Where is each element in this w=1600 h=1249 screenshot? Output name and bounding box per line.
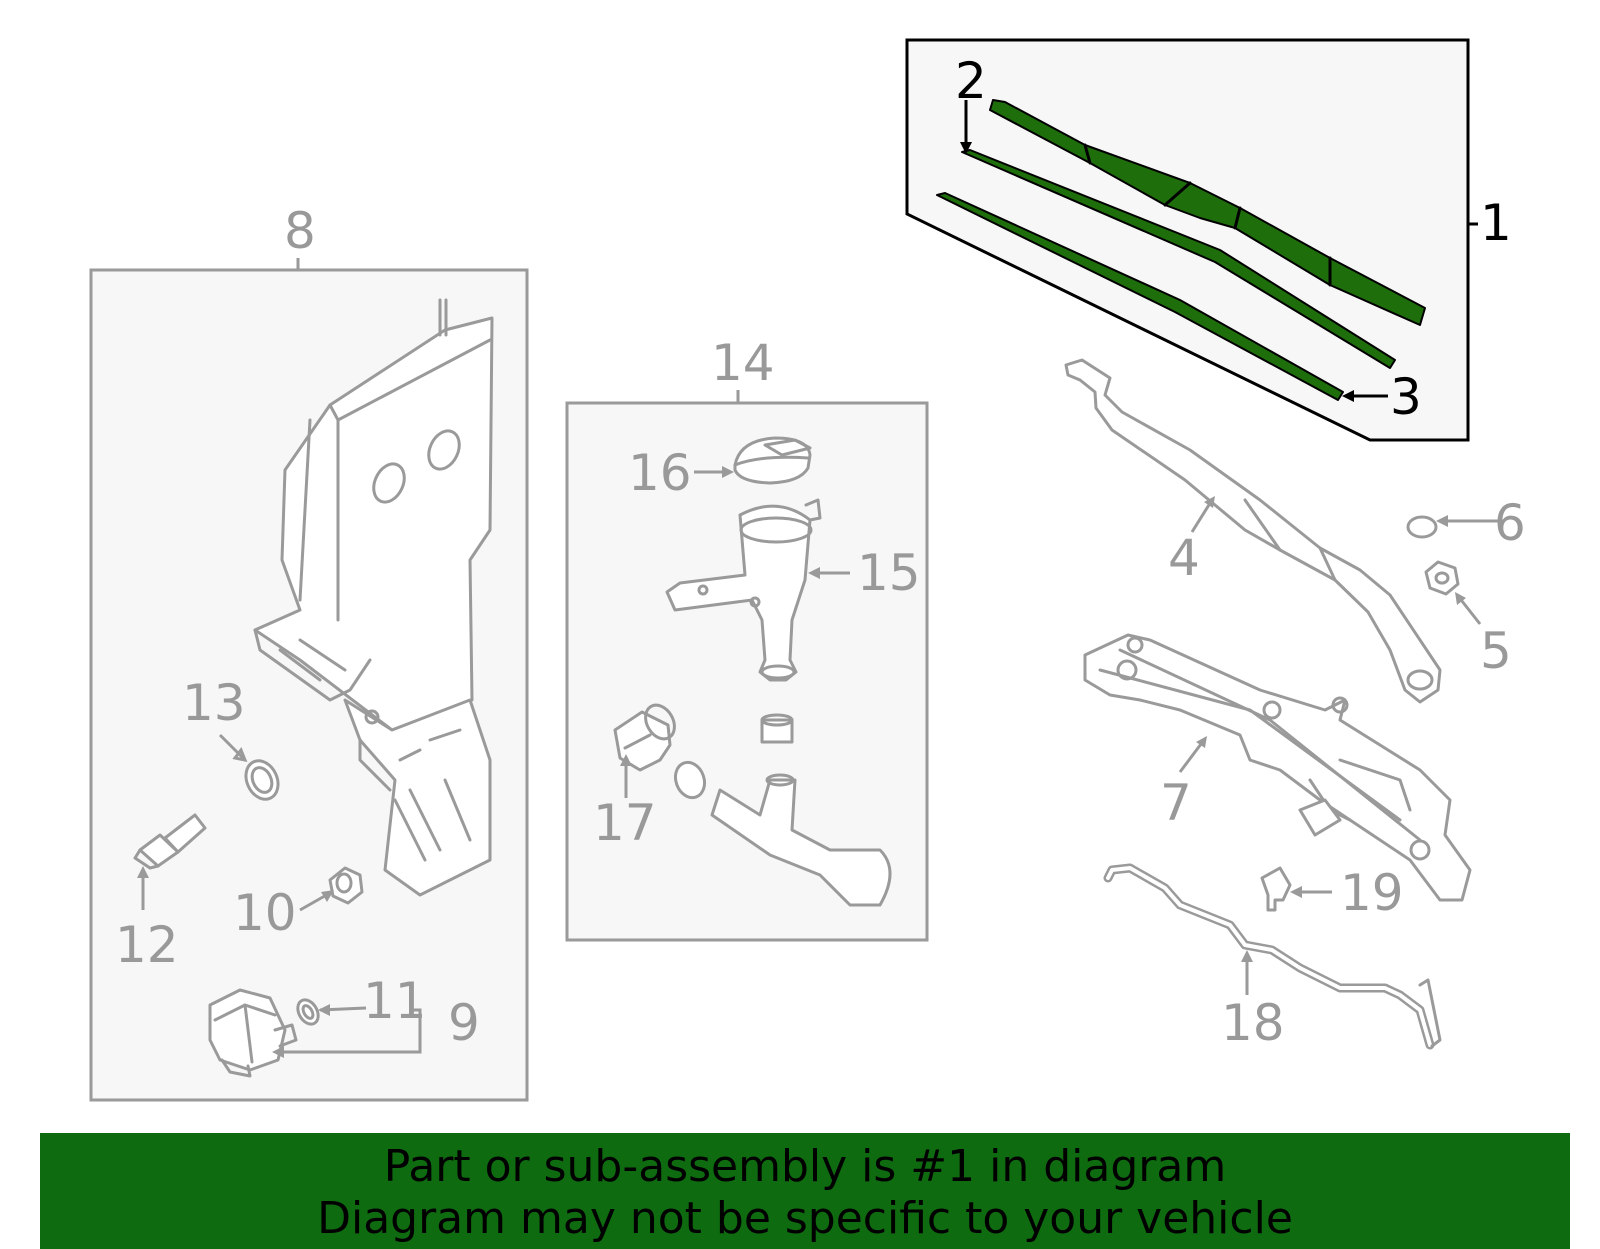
wiper-blade-1-part — [989, 99, 1426, 326]
banner-line-2: Diagram may not be specific to your vehi… — [317, 1193, 1293, 1244]
grommet-13-part — [244, 759, 280, 801]
callout-2: 2 — [955, 52, 987, 110]
nut-5-part — [1424, 560, 1460, 596]
nut-10-part — [328, 866, 364, 905]
callout-17: 17 — [593, 794, 657, 852]
callout-6: 6 — [1494, 494, 1526, 552]
callout-10: 10 — [233, 884, 297, 942]
callout-15: 15 — [857, 544, 921, 602]
callout-12: 12 — [115, 916, 179, 974]
blade-insert-2-part — [961, 149, 1396, 369]
callout-16: 16 — [628, 444, 692, 502]
hose-part — [673, 760, 892, 907]
callout-13: 13 — [182, 674, 246, 732]
callout-7: 7 — [1160, 774, 1192, 832]
washer-hose-18-part — [1103, 863, 1442, 1050]
callout-5: 5 — [1480, 622, 1512, 680]
connector-part — [760, 713, 794, 744]
callout-3: 3 — [1390, 368, 1422, 426]
callout-11: 11 — [363, 972, 427, 1030]
cap-16-part — [733, 436, 812, 485]
washer-reservoir-part — [253, 298, 494, 897]
info-banner: Part or sub-assembly is #1 in diagram Di… — [40, 1133, 1570, 1249]
refill-3-part — [936, 192, 1344, 401]
level-sensor-12-part — [133, 813, 207, 870]
seal-11-part — [296, 998, 320, 1026]
fitting-17-part — [613, 703, 676, 772]
clip-19-part — [1260, 866, 1292, 912]
wiper-linkage-7-part — [1083, 633, 1472, 902]
callout-19: 19 — [1340, 864, 1404, 922]
callout-4: 4 — [1168, 529, 1200, 587]
wiper-arm-4-part — [1064, 358, 1442, 704]
callout-18: 18 — [1221, 994, 1285, 1052]
washer-pump-9-part — [208, 988, 298, 1078]
callout-14: 14 — [711, 334, 775, 392]
callout-1: 1 — [1480, 194, 1512, 252]
banner-line-1: Part or sub-assembly is #1 in diagram — [383, 1141, 1227, 1192]
callout-8: 8 — [284, 202, 316, 260]
filler-neck-15-part — [665, 498, 822, 682]
callout-9: 9 — [448, 994, 480, 1052]
cap-6-part — [1406, 515, 1438, 539]
